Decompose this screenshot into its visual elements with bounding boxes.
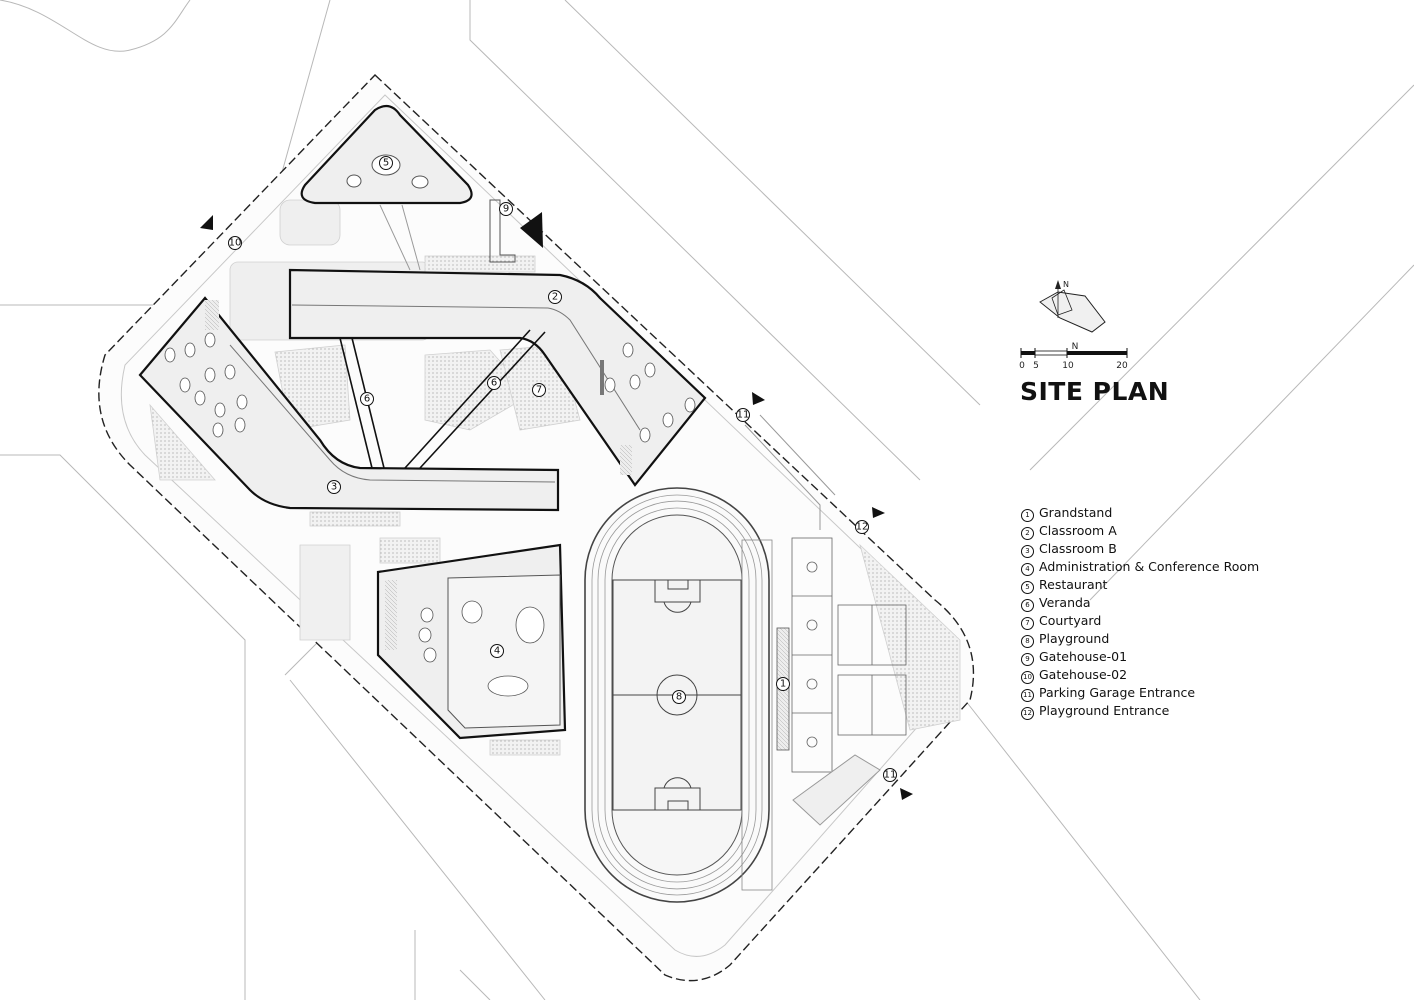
svg-text:20: 20: [1116, 361, 1128, 371]
page-title: SITE PLAN: [1020, 377, 1170, 406]
legend: 1 Grandstand 2 Classroom A 3 Classroom B 4 Admi…: [1021, 504, 1259, 720]
svg-text:3: 3: [331, 482, 337, 493]
svg-text:0: 0: [1019, 361, 1025, 371]
legend-number: 7: [1021, 617, 1034, 630]
legend-label: Veranda: [1039, 595, 1091, 610]
administration-building: [376, 543, 567, 740]
legend-number: 2: [1021, 527, 1034, 540]
marker-gatehouse-02: 10: [228, 236, 242, 250]
veranda-links: [339, 329, 546, 469]
scale-bar: N 0 5 10 20: [1019, 342, 1128, 371]
marker-playground: 8: [672, 690, 686, 704]
legend-label: Restaurant: [1039, 577, 1108, 592]
marker-parking-entrance-1: 11: [736, 408, 750, 422]
svg-text:5: 5: [383, 158, 389, 169]
svg-text:1: 1: [780, 679, 786, 690]
legend-label: Classroom A: [1039, 523, 1117, 538]
classroom-a-building: [288, 268, 707, 487]
legend-label: Parking Garage Entrance: [1039, 685, 1196, 700]
legend-item: 8 Playground: [1021, 630, 1259, 648]
legend-item: 4 Administration & Conference Room: [1021, 558, 1259, 576]
svg-text:12: 12: [856, 522, 869, 533]
legend-label: Grandstand: [1039, 505, 1113, 520]
north-arrow-icon: N: [1039, 280, 1106, 333]
legend-label: Gatehouse-01: [1039, 649, 1128, 664]
legend-item: 7 Courtyard: [1021, 612, 1259, 630]
marker-playground-entrance: 12: [855, 520, 869, 534]
marker-parking-entrance-2: 11: [883, 768, 897, 782]
legend-number: 12: [1021, 707, 1034, 720]
legend-label: Playground Entrance: [1039, 703, 1170, 718]
legend-label: Playground: [1039, 631, 1110, 646]
marker-veranda-2: 6: [487, 376, 501, 390]
svg-text:9: 9: [503, 204, 509, 215]
marker-courtyard: 7: [532, 383, 546, 397]
marker-restaurant: 5: [379, 156, 393, 170]
legend-number: 8: [1021, 635, 1034, 648]
legend-item: 3 Classroom B: [1021, 540, 1259, 558]
classroom-b-building: [138, 296, 560, 512]
marker-classroom-a: 2: [548, 290, 562, 304]
legend-number: 6: [1021, 599, 1034, 612]
legend-number: 3: [1021, 545, 1034, 558]
legend-label: Classroom B: [1039, 541, 1117, 556]
gatehouse-01: [489, 199, 516, 263]
legend-number: 9: [1021, 653, 1034, 666]
legend-number: 1: [1021, 509, 1034, 522]
marker-veranda-1: 6: [360, 392, 374, 406]
svg-text:4: 4: [494, 646, 500, 657]
svg-text:N: N: [1072, 342, 1079, 352]
plan-markers: 5 9 10 2 6 6 7 3 11 12 4 8 1 11: [228, 156, 897, 782]
legend-item: 2 Classroom A: [1021, 522, 1259, 540]
marker-gatehouse-01: 9: [499, 202, 513, 216]
svg-text:11: 11: [884, 770, 897, 781]
svg-text:6: 6: [364, 394, 370, 405]
svg-text:N: N: [1063, 280, 1069, 289]
svg-text:5: 5: [1033, 361, 1039, 371]
svg-text:8: 8: [676, 692, 682, 703]
legend-item: 6 Veranda: [1021, 594, 1259, 612]
svg-text:10: 10: [229, 238, 242, 249]
svg-text:2: 2: [552, 292, 558, 303]
svg-text:7: 7: [536, 385, 542, 396]
svg-text:10: 10: [1062, 361, 1074, 371]
marker-grandstand: 1: [776, 677, 790, 691]
legend-item: 1 Grandstand: [1021, 504, 1259, 522]
parking-ramps: [744, 414, 881, 826]
legend-number: 10: [1021, 671, 1034, 684]
marker-administration: 4: [490, 644, 504, 658]
svg-text:6: 6: [491, 378, 497, 389]
legend-item: 9 Gatehouse-01: [1021, 648, 1259, 666]
legend-item: 5 Restaurant: [1021, 576, 1259, 594]
legend-item: 12 Playground Entrance: [1021, 702, 1259, 720]
legend-number: 4: [1021, 563, 1034, 576]
legend-label: Administration & Conference Room: [1039, 559, 1260, 574]
legend-item: 11 Parking Garage Entrance: [1021, 684, 1259, 702]
site-boundary: [98, 74, 975, 982]
svg-text:11: 11: [737, 410, 750, 421]
entrance-arrows: [200, 212, 913, 800]
marker-classroom-b: 3: [327, 480, 341, 494]
legend-item: 10 Gatehouse-02: [1021, 666, 1259, 684]
legend-number: 5: [1021, 581, 1034, 594]
legend-label: Gatehouse-02: [1039, 667, 1128, 682]
legend-label: Courtyard: [1039, 613, 1102, 628]
sports-courts: [791, 537, 907, 773]
legend-number: 11: [1021, 689, 1034, 702]
